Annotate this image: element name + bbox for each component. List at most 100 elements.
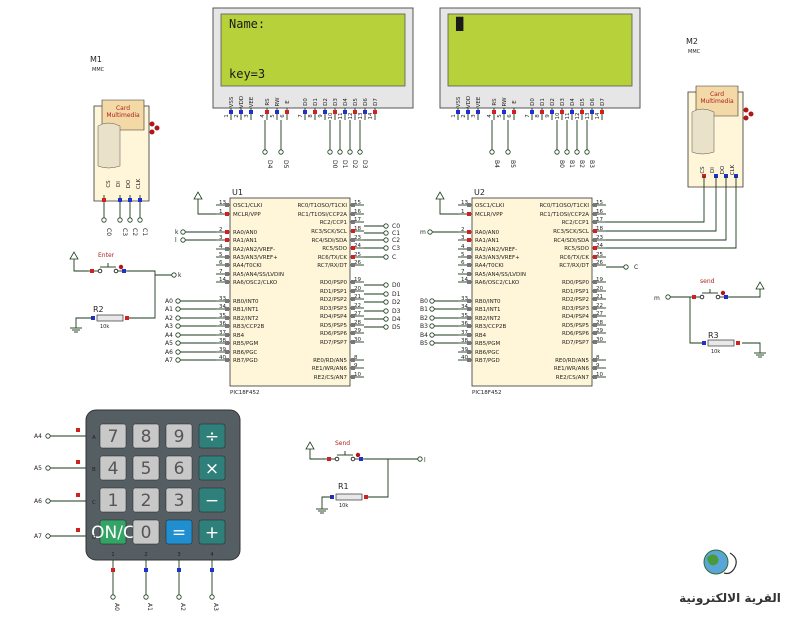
pic-u2-left-pin-marker: [467, 255, 471, 259]
mmc-m2-label-plate: [695, 85, 739, 117]
keypad-col-terminal: [110, 594, 116, 600]
pic-u2-right-pin: RD3/PSP3: [562, 306, 590, 312]
mmc-m1-net-label: C1: [141, 228, 148, 236]
logo-arc-icon: [723, 552, 737, 575]
u1-d-net-label: D4: [392, 316, 401, 323]
lcd-right-pin-label: D1: [540, 98, 546, 106]
switch-send2-dot: [355, 452, 361, 458]
lcd-right-pin-number: 9: [545, 114, 551, 118]
u1-d-net-terminal: [383, 299, 389, 305]
keypad-row-net-label: A7: [34, 533, 42, 540]
keypad-key-label: 5: [141, 459, 152, 479]
pic-u1-left-pin-num: 13: [219, 200, 226, 206]
pic-u2-left-pin-num: 7: [461, 269, 465, 275]
pic-u2-left-pin-num: 34: [461, 304, 468, 310]
pic-u1-left-pin-marker: [225, 280, 229, 284]
pic-u1-left-pin-num: 2: [219, 227, 223, 233]
u2-mmc-wire-di: [606, 176, 717, 232]
lcd-left-pin-number: 5: [270, 114, 276, 118]
lcd-left-pin-label: VDD: [239, 96, 245, 108]
pic-u2-ref: U2: [474, 188, 485, 197]
keypad-row-net-label: A6: [34, 498, 42, 505]
pic-u2-left-pin-marker: [467, 203, 471, 207]
pic-u2-left-pin-marker: [467, 212, 471, 216]
switch-enter-contact: [97, 268, 103, 274]
pic-u2-left-pin-marker: [467, 350, 471, 354]
keypad-key-label: ON/C: [91, 523, 135, 543]
resistor-r1-body: [335, 493, 363, 501]
lcd-left-pin-label: D1: [313, 98, 319, 106]
switch-send2-contact: [334, 456, 340, 462]
pic-u1-left-pin-marker: [225, 230, 229, 234]
pic-u1-right-pin: RC2/CCP1: [320, 220, 347, 226]
logo-text: القرية الالكترونية: [679, 591, 781, 606]
mmc-m1-card-text: Card: [116, 105, 130, 112]
keypad-key-label: 4: [108, 459, 119, 479]
pic-u2-right-pin-marker: [593, 314, 597, 318]
keypad-key-label: 7: [108, 427, 119, 447]
pic-u2-right-pin: RD5/PSP5: [562, 323, 590, 329]
pic-u1-right-pin: RC4/SDI/SDA: [312, 238, 348, 244]
pic-u1-left-pin-marker: [225, 324, 229, 328]
mmc-m1-sub: MMC: [92, 67, 105, 73]
pic-u2-left-pin-num: 37: [461, 330, 468, 336]
u1-a-net-terminal: [175, 323, 181, 329]
keypad-key-1-3: [198, 455, 226, 481]
switch-enter-marker: [90, 269, 94, 273]
pic-u1-left-pin-num: 37: [219, 330, 226, 336]
lcd-left-pin-label: D5: [353, 98, 359, 106]
pic-u1-left-pin-num: 14: [219, 277, 226, 283]
pic-u2-right-pin-marker: [593, 340, 597, 344]
pic-u2-left-pin-num: 3: [461, 235, 465, 241]
keypad-key-2-1: [132, 487, 160, 513]
send2-l-terminal: [417, 456, 423, 462]
lcd-right-screen: [447, 13, 633, 87]
pic-u1-left-pin-marker: [225, 255, 229, 259]
enter-vcc-wire: [73, 256, 88, 272]
pic-u2-left-pin-num: 14: [461, 277, 468, 283]
lcd-left-pin-number: 6: [280, 114, 286, 118]
mmc-m1-pin-marker: [138, 198, 142, 202]
pic-u2-left-pin-marker: [467, 263, 471, 267]
lcd-left-pin-label: D0: [303, 98, 309, 106]
u2-c-terminal: [623, 264, 629, 270]
pic-u2-left-pin-num: 4: [461, 244, 465, 250]
lcd-left-net-terminal: [262, 149, 268, 155]
u1-a-net-terminal: [175, 332, 181, 338]
lcd-left-net-label: D5: [282, 160, 289, 169]
keypad-row-letter: C: [92, 500, 96, 506]
lcd-right-pin-marker: [600, 110, 604, 114]
lcd-left-net-terminal: [357, 149, 363, 155]
enter-out-wire: [128, 270, 156, 319]
mmc-m2-pin-label: CS: [700, 166, 706, 174]
pic-u1-right-pin-num: 27: [354, 311, 361, 317]
lcd-left-pin-number: 9: [318, 114, 324, 118]
pic-u2-right-pin: RC5/SDO: [564, 246, 589, 252]
pic-u1-right-pin-num: 30: [354, 337, 361, 343]
keypad-col-terminal: [143, 594, 149, 600]
u2-b-terminal: [429, 340, 435, 346]
pic-u1-right-pin: RD1/PSP1: [320, 289, 347, 295]
pic-u2-right-pin: RC6/TX/CK: [560, 255, 590, 261]
pic-u1-right-pin-num: 19: [354, 277, 361, 283]
lcd-right-pin-number: 13: [585, 112, 591, 119]
u1-d-net-label: D1: [392, 291, 401, 298]
pic-u1-left-pin: RB4: [233, 333, 245, 339]
pic-u2-body: [471, 197, 593, 387]
switch-send2-marker: [327, 457, 331, 461]
pic-u1-right-pin-num: 26: [354, 260, 361, 266]
keypad-col-net-label: A0: [113, 603, 120, 611]
switch-send1-dot: [720, 290, 726, 296]
keypad-row-terminal: [45, 533, 51, 539]
keypad-row-marker: [76, 460, 80, 464]
resistor-r1-ref: R1: [338, 482, 349, 491]
pic-u2-left-pin-num: 33: [461, 296, 468, 302]
lcd-right-net-terminal: [554, 149, 560, 155]
lcd-right-pin-marker: [560, 110, 564, 114]
pic-u2-left-pin: RB7/PGD: [475, 358, 500, 364]
u1-a-net-label: A4: [165, 332, 173, 339]
keypad-key-label: −: [205, 491, 219, 511]
lcd-left-pin-marker: [303, 110, 307, 114]
lcd-left-net-label: D0: [331, 160, 338, 169]
pic-u2-left-pin-marker: [467, 280, 471, 284]
